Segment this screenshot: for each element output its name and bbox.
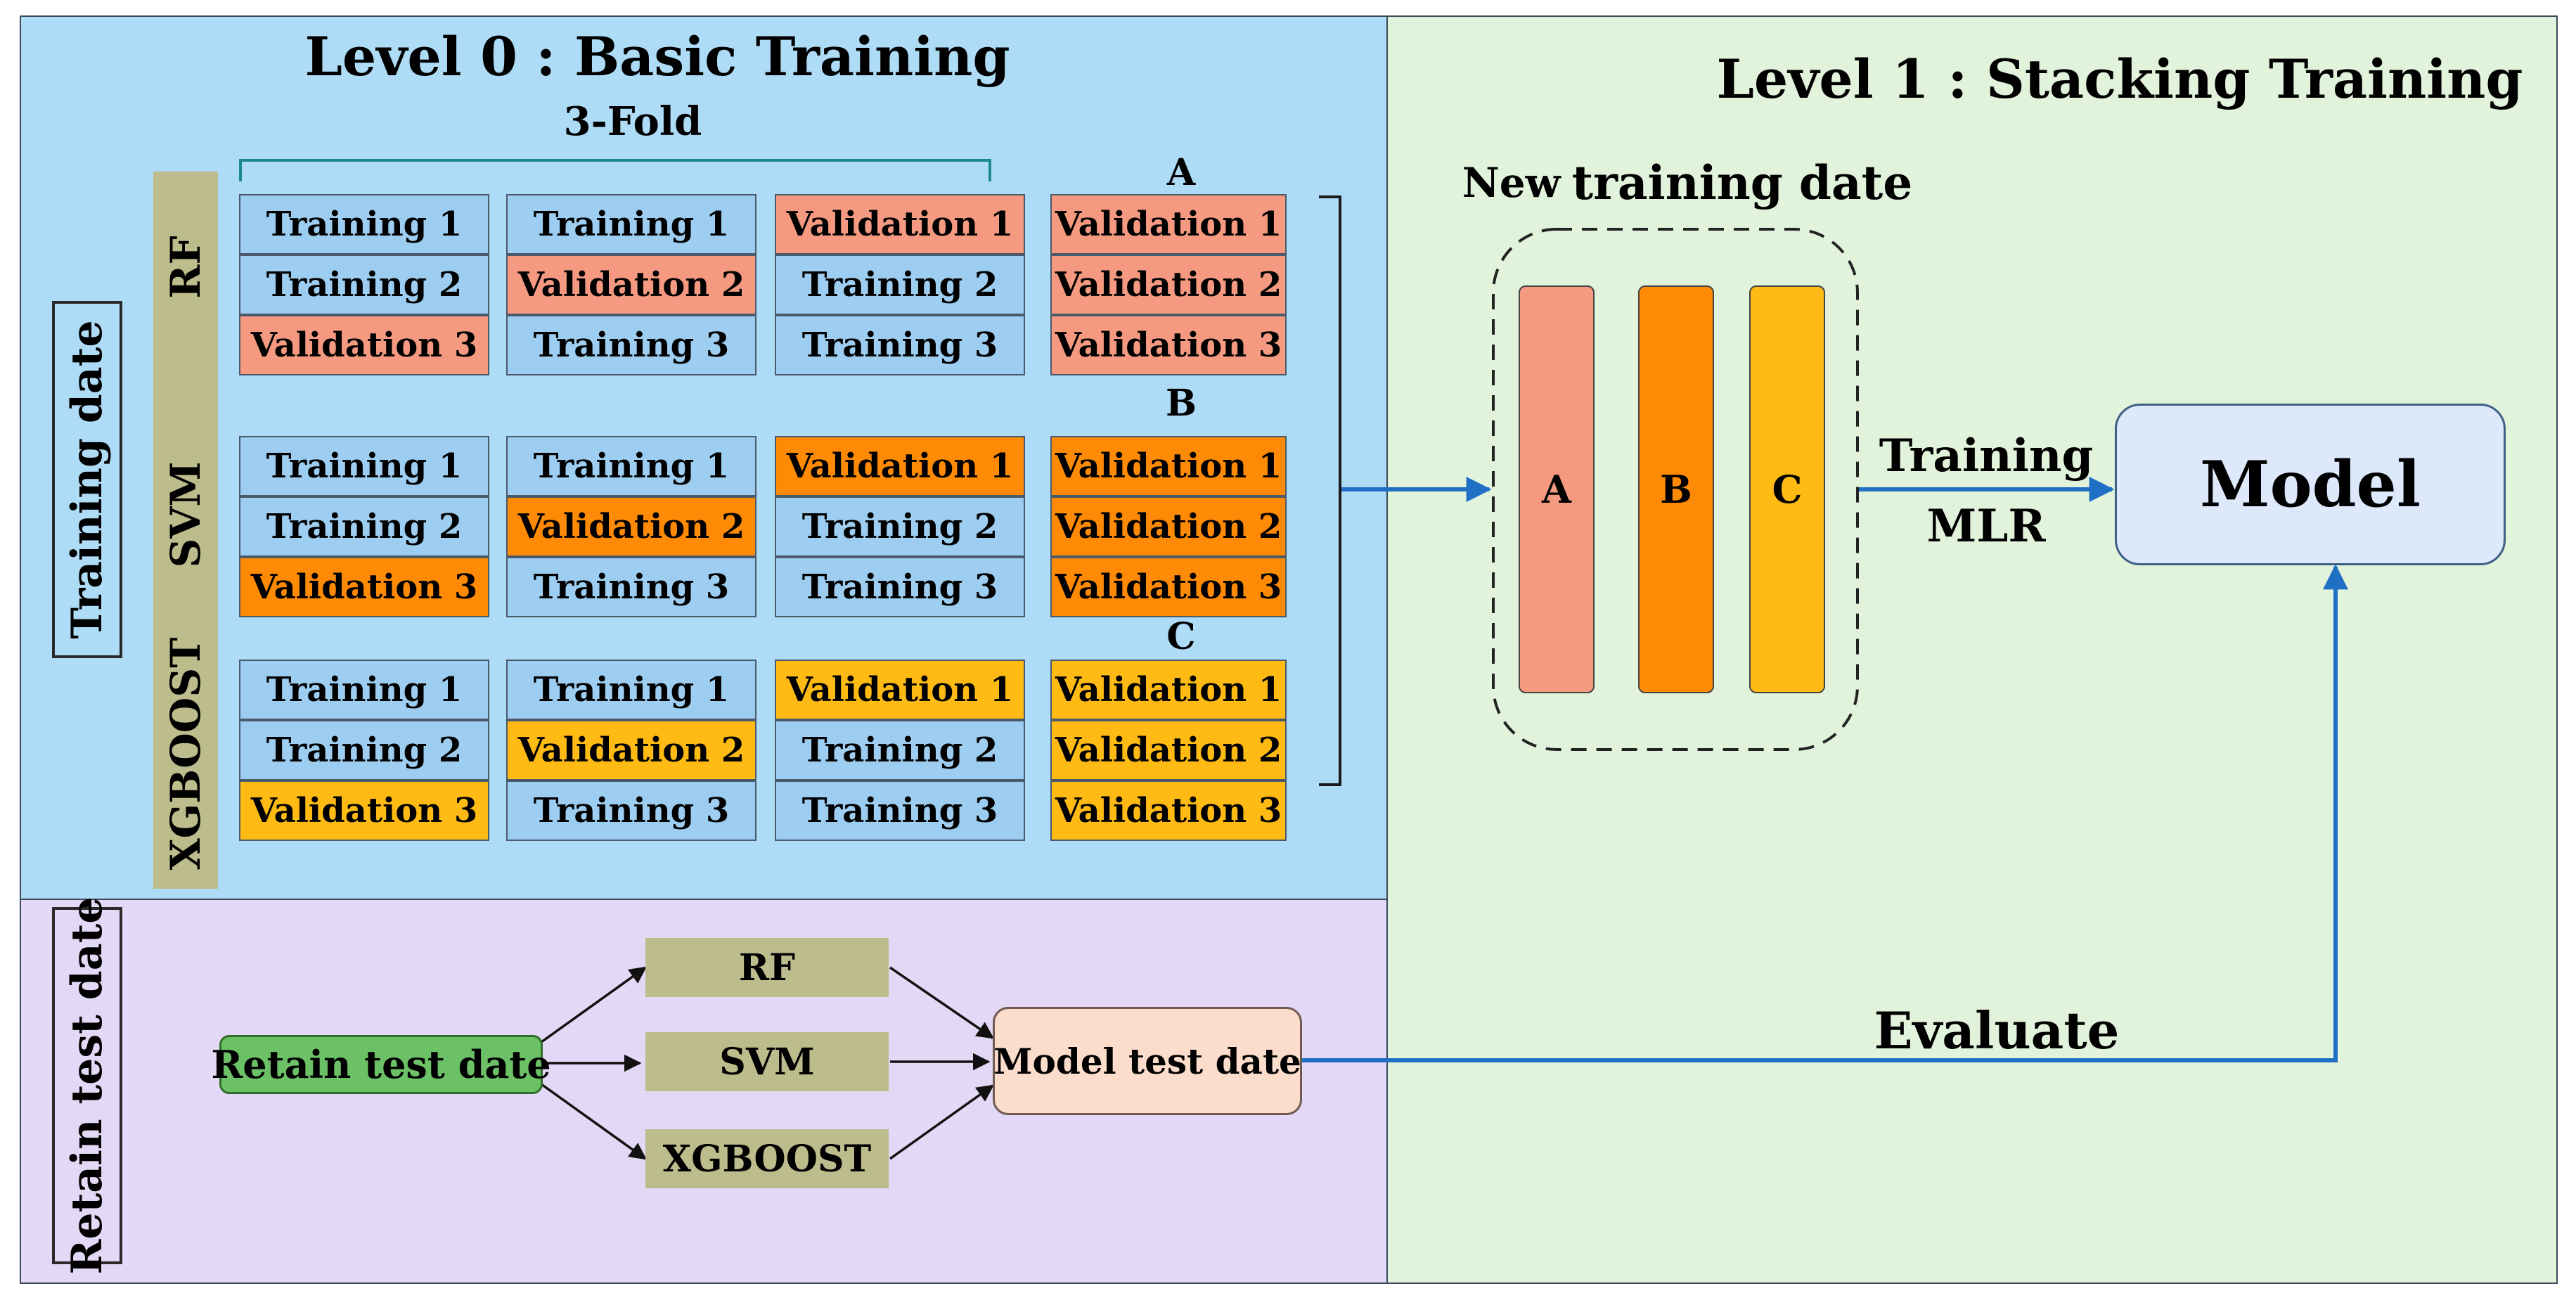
new-training-date-suffix: training date (1571, 155, 1913, 210)
rf-fold1-row2: Training 2 (239, 255, 489, 315)
level0-title: Level 0 : Basic Training (304, 25, 1010, 88)
xgb-fold1-row2: Training 2 (239, 720, 489, 780)
new-training-date-box (1492, 228, 1859, 751)
rf-fold1-row1: Training 1 (239, 194, 489, 255)
svm-fold3-row2: Training 2 (775, 496, 1025, 557)
xgb-fold3-row2: Training 2 (775, 720, 1025, 780)
xgb-stack-row1: Validation 1 (1050, 660, 1287, 720)
group-label-c: C (1166, 615, 1196, 658)
svm-fold1-row2: Training 2 (239, 496, 489, 557)
rf-fold2-row1: Training 1 (506, 194, 756, 255)
xgb-fold1-row1: Training 1 (239, 660, 489, 720)
training-date-label-box (52, 301, 122, 658)
level1-title: Level 1 : Stacking Training (1716, 47, 2523, 110)
rf-stack-row3: Validation 3 (1050, 315, 1287, 375)
test-model-rf: RF (645, 938, 889, 997)
new-training-date-prefix: New (1462, 159, 1561, 207)
xgb-stack-row3: Validation 3 (1050, 780, 1287, 841)
retain-test-date-label-box (52, 907, 122, 1264)
training-mlr-line1: Training (1879, 429, 2094, 482)
fold-bracket (239, 159, 991, 181)
arrow-retain-rf (540, 966, 647, 1043)
rf-fold3-row1: Validation 1 (775, 194, 1025, 255)
svm-stack-row1: Validation 1 (1050, 436, 1287, 496)
retain-test-date-box: Retain test date (211, 1035, 551, 1094)
evaluate-label: Evaluate (1874, 1000, 2120, 1060)
stack-bracket (1319, 195, 1341, 786)
svm-fold1-row1: Training 1 (239, 436, 489, 496)
test-model-svm: SVM (645, 1032, 889, 1091)
fold-label: 3-Fold (563, 98, 702, 145)
svm-fold2-row2: Validation 2 (506, 496, 756, 557)
svm-stack-row3: Validation 3 (1050, 557, 1287, 617)
rf-fold2-row2: Validation 2 (506, 255, 756, 315)
svm-fold3-row3: Training 3 (775, 557, 1025, 617)
rf-fold3-row2: Training 2 (775, 255, 1025, 315)
rf-fold2-row3: Training 3 (506, 315, 756, 375)
xgb-fold2-row1: Training 1 (506, 660, 756, 720)
arrow-rf-test (889, 966, 995, 1039)
svm-fold2-row1: Training 1 (506, 436, 756, 496)
model-box: Model (2115, 404, 2506, 565)
svm-fold2-row3: Training 3 (506, 557, 756, 617)
test-model-xgboost: XGBOOST (645, 1129, 889, 1188)
model-label-strip (153, 172, 218, 889)
xgb-fold3-row3: Training 3 (775, 780, 1025, 841)
stack-bar-a: A (1519, 285, 1595, 693)
rf-stack-row1: Validation 1 (1050, 194, 1287, 255)
svm-stack-row2: Validation 2 (1050, 496, 1287, 557)
svm-fold1-row3: Validation 3 (239, 557, 489, 617)
evaluate-arrow (1301, 564, 2348, 1062)
training-mlr-line2: MLR (1926, 499, 2046, 553)
xgb-fold2-row2: Validation 2 (506, 720, 756, 780)
new-training-date-title: New training date (1462, 155, 1913, 211)
retain-test-date-label: Retain test date (63, 896, 112, 1275)
stack-bar-b: B (1638, 285, 1714, 693)
group-label-b: B (1166, 381, 1197, 425)
rf-stack-row2: Validation 2 (1050, 255, 1287, 315)
stack-bar-c: C (1749, 285, 1825, 693)
group-label-a: A (1166, 150, 1196, 194)
rf-fold1-row3: Validation 3 (239, 315, 489, 375)
xgb-fold1-row3: Validation 3 (239, 780, 489, 841)
arrow-retain-xgb (540, 1083, 647, 1160)
arrow-xgb-test (889, 1084, 994, 1160)
xgb-fold3-row1: Validation 1 (775, 660, 1025, 720)
rf-fold3-row3: Training 3 (775, 315, 1025, 375)
svm-fold3-row1: Validation 1 (775, 436, 1025, 496)
model-test-date-box: Model test date (993, 1007, 1302, 1115)
xgb-stack-row2: Validation 2 (1050, 720, 1287, 780)
xgb-fold2-row3: Training 3 (506, 780, 756, 841)
